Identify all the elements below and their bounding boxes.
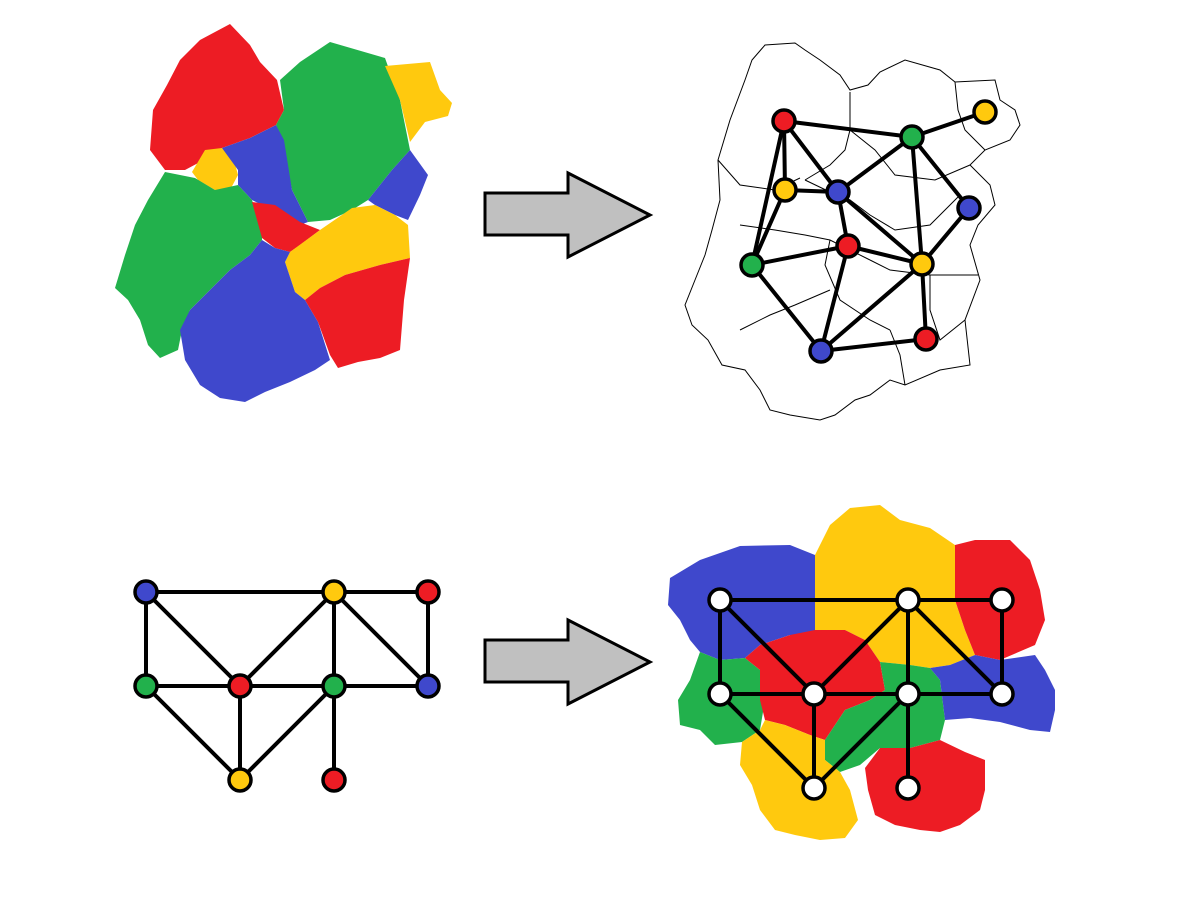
top-graph-edge-n5-n2 (836, 135, 914, 194)
bottom-map-node-h (801, 775, 827, 801)
region-green-top (276, 42, 410, 222)
region-yellow-top-right (385, 62, 452, 142)
bottom-graph-node-c (415, 579, 441, 605)
top-left-colored-map (115, 24, 452, 402)
top-graph-node-n3 (972, 99, 998, 125)
bottom-graph-node-g (415, 673, 441, 699)
bottom-map-edge-d-h (718, 692, 816, 790)
bottom-map-edge-a-e (718, 598, 816, 696)
bottom-map-graph-edges (718, 598, 1004, 790)
top-graph-edge-n8-n10 (750, 263, 823, 353)
top-graph-node-n8 (739, 252, 765, 278)
top-graph-edge-n8-n7 (750, 244, 850, 267)
bottom-map-edge-f-h (812, 692, 910, 790)
border-line (824, 239, 891, 331)
region-green-left (115, 172, 262, 358)
bottom-map-node-c (989, 587, 1015, 613)
top-graph-node-n9 (909, 251, 935, 277)
bottom-graph-edge-b-g (332, 590, 430, 688)
bottom-graph-edge-b-e (238, 590, 336, 688)
region-yellow-bottom (740, 720, 858, 840)
bottom-map-node-a (707, 587, 733, 613)
border-line (849, 129, 971, 181)
bottom-arrow (483, 617, 654, 707)
region-yellow-middle (285, 205, 410, 300)
bottom-map-graph-nodes (707, 587, 1015, 801)
region-red-small (252, 202, 320, 252)
region-yellow-small (192, 148, 238, 190)
top-graph-node-n11 (913, 326, 939, 352)
bottom-graph-node-d (133, 673, 159, 699)
map-outline (684, 42, 1021, 421)
top-graph-edge-n2-n3 (910, 110, 987, 139)
border-line (929, 275, 966, 341)
top-graph-node-n1 (771, 108, 797, 134)
top-graph-edge-n1-n5 (782, 119, 840, 194)
bottom-graph-node-a (133, 579, 159, 605)
bottom-graph-edge-a-e (144, 590, 242, 688)
bottom-right-map-from-graph (668, 505, 1055, 840)
top-graph-node-n4 (772, 177, 798, 203)
border-line (889, 329, 906, 386)
region-red-bottom (305, 258, 410, 368)
bottom-map-node-f (895, 681, 921, 707)
top-graph-edge-n5-n9 (836, 190, 924, 266)
top-graph-edge-n1-n2 (782, 119, 914, 139)
bottom-map-edge-b-g (906, 598, 1004, 696)
top-graph-node-n7 (835, 233, 861, 259)
top-graph-nodes (739, 99, 998, 364)
border-line (739, 289, 831, 331)
bottom-left-colored-graph (133, 579, 441, 793)
region-red-bottom (865, 740, 985, 832)
bottom-map-node-i (895, 775, 921, 801)
bottom-graph-node-b (321, 579, 347, 605)
top-right-map-with-graph (684, 42, 1021, 421)
top-graph-node-n2 (899, 124, 925, 150)
bottom-graph-node-e (227, 673, 253, 699)
top-graph-edge-n9-n10 (819, 262, 924, 353)
top-arrow (483, 170, 654, 260)
bottom-graph-node-i (321, 767, 347, 793)
top-graph-node-n6 (956, 195, 982, 221)
bottom-graph-edge-d-h (144, 684, 242, 782)
bottom-graph-nodes (133, 579, 441, 793)
top-graph-edge-n7-n10 (819, 244, 850, 353)
region-blue-top-left (668, 545, 815, 660)
bottom-graph-node-h (227, 767, 253, 793)
bottom-graph-edge-f-h (238, 684, 336, 782)
bottom-graph-edges (144, 590, 430, 782)
top-graph-edge-n2-n6 (910, 135, 971, 210)
top-graph-node-n5 (825, 179, 851, 205)
bottom-graph-node-f (321, 673, 347, 699)
top-graph-edge-n1-n8 (750, 119, 786, 267)
top-graph-edge-n10-n11 (819, 337, 928, 353)
bottom-map-node-b (895, 587, 921, 613)
region-red-top (150, 24, 284, 170)
region-blue-middle (222, 125, 308, 225)
top-graph-edge-n4-n8 (750, 188, 787, 267)
bottom-map-node-g (989, 681, 1015, 707)
top-graph-edge-n2-n9 (910, 135, 924, 266)
top-graph-node-n10 (808, 338, 834, 364)
bottom-map-node-d (707, 681, 733, 707)
bottom-map-node-e (801, 681, 827, 707)
bottom-map-edge-b-e (812, 598, 910, 696)
region-blue-bottom (180, 240, 330, 402)
region-blue-right (368, 150, 428, 220)
